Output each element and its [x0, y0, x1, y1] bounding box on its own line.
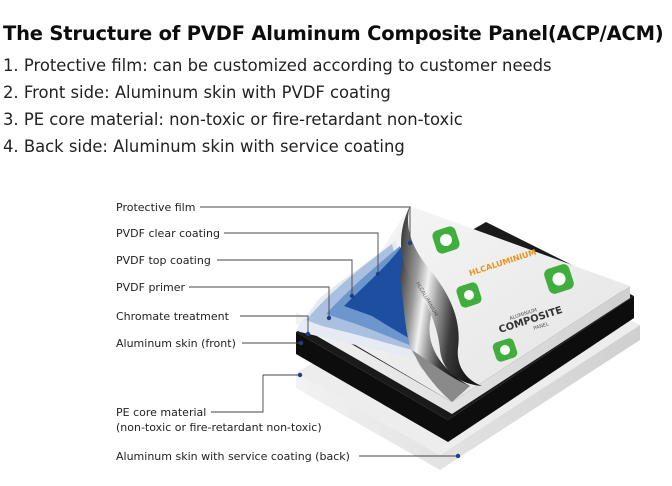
label-pe-core-note: (non-toxic or fire-retardant non-toxic) [116, 421, 322, 434]
panel-print: PANEL [533, 321, 550, 332]
label-protective-film: Protective film [116, 201, 196, 214]
list-item-back-side: 4. Back side: Aluminum skin with service… [3, 137, 405, 156]
label-aluminum-skin-front: Aluminum skin (front) [116, 337, 236, 350]
list-item-front-side: 2. Front side: Aluminum skin with PVDF c… [3, 83, 391, 102]
logo-icon [432, 226, 460, 254]
list-item-pe-core: 3. PE core material: non-toxic or fire-r… [3, 110, 463, 129]
leader-clear-coating [224, 232, 379, 274]
leader-primer [189, 286, 330, 318]
leader-pe-core [211, 374, 300, 413]
label-pvdf-top-coating: PVDF top coating [116, 254, 211, 267]
page-title: The Structure of PVDF Aluminum Composite… [3, 22, 664, 45]
leader-chromate [240, 315, 309, 334]
label-pvdf-clear-coating: PVDF clear coating [116, 227, 220, 240]
label-aluminum-skin-back: Aluminum skin with service coating (back… [116, 450, 350, 463]
list-item-protective-film: 1. Protective film: can be customized ac… [3, 56, 552, 75]
logo-icon [492, 338, 518, 362]
leader-dots [297, 240, 461, 459]
curled-protective-film: HLCALUMINIUM [400, 206, 482, 402]
leader-protective-film [200, 206, 411, 243]
label-pvdf-primer: PVDF primer [116, 281, 186, 294]
logo-icon [456, 282, 482, 308]
logo-icon [544, 264, 574, 294]
leader-lines [189, 206, 458, 457]
label-pe-core-material: PE core material [116, 406, 207, 419]
label-chromate-treatment: Chromate treatment [116, 310, 229, 323]
structure-list: 1. Protective film: can be customized ac… [3, 57, 552, 165]
leader-top-coating [217, 259, 353, 296]
